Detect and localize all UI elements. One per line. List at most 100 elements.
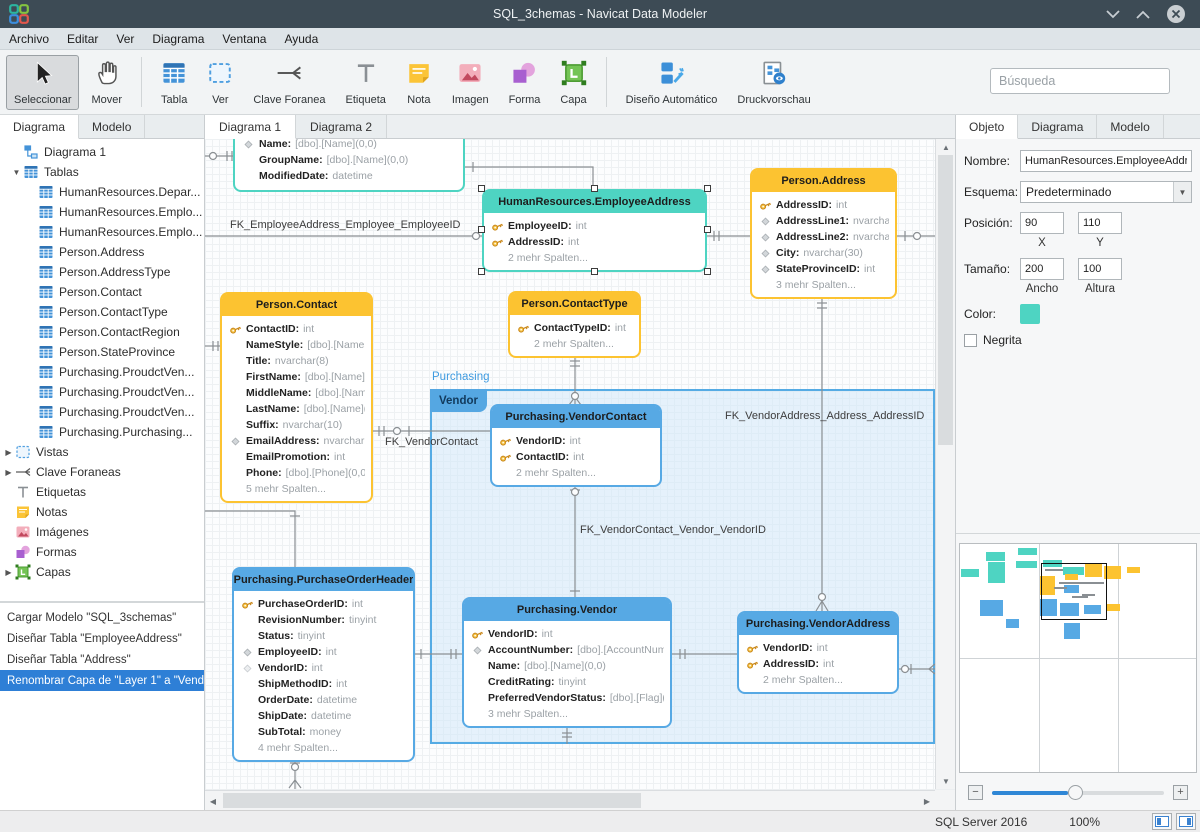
tool-nota[interactable]: Nota bbox=[398, 55, 440, 110]
bold-checkbox[interactable] bbox=[964, 333, 977, 347]
menu-item-ventana[interactable]: Ventana bbox=[222, 31, 267, 46]
menu-item-editar[interactable]: Editar bbox=[67, 31, 99, 46]
position-y-field[interactable] bbox=[1078, 212, 1122, 234]
tree-item-notas[interactable]: Notas bbox=[0, 502, 204, 522]
scroll-left-icon[interactable]: ◀ bbox=[209, 796, 217, 806]
tool-tabla[interactable]: Tabla bbox=[153, 55, 195, 110]
chevron-down-icon[interactable]: ▼ bbox=[1173, 182, 1191, 202]
tool-druckvorschau[interactable]: Druckvorschau bbox=[729, 55, 818, 110]
history-item[interactable]: Cargar Modelo "SQL_3schemas" bbox=[7, 611, 177, 624]
tree-item-humanresources-emplo-[interactable]: HumanResources.Emplo... bbox=[0, 202, 204, 222]
size-width-field[interactable] bbox=[1020, 258, 1064, 280]
right-tab-diagrama[interactable]: Diagrama bbox=[1018, 115, 1098, 138]
selection-handle[interactable] bbox=[704, 185, 711, 192]
menu-item-diagrama[interactable]: Diagrama bbox=[152, 31, 205, 46]
more-columns-link[interactable]: 3 mehr Spalten... bbox=[488, 708, 568, 720]
tool-forma[interactable]: Forma bbox=[501, 55, 549, 110]
right-tab-objeto[interactable]: Objeto bbox=[956, 115, 1019, 139]
tool-clave-foranea[interactable]: Clave Foranea bbox=[245, 55, 333, 110]
selection-handle[interactable] bbox=[704, 268, 711, 275]
tool-ver[interactable]: Ver bbox=[199, 55, 241, 110]
left-tab-diagrama[interactable]: Diagrama bbox=[0, 115, 80, 139]
tree-item-person-contactregion[interactable]: Person.ContactRegion bbox=[0, 322, 204, 342]
position-x-field[interactable] bbox=[1020, 212, 1064, 234]
zoom-in-button[interactable]: + bbox=[1173, 785, 1188, 800]
more-columns-link[interactable]: 3 mehr Spalten... bbox=[776, 279, 856, 291]
tree-item-person-address[interactable]: Person.Address bbox=[0, 242, 204, 262]
more-columns-link[interactable]: 5 mehr Spalten... bbox=[246, 483, 326, 495]
tree-item-person-stateprovince[interactable]: Person.StateProvince bbox=[0, 342, 204, 362]
menu-item-archivo[interactable]: Archivo bbox=[9, 31, 50, 46]
zoom-slider[interactable] bbox=[992, 784, 1164, 800]
fk-label[interactable]: FK_EmployeeAddress_Employee_EmployeeID bbox=[230, 219, 461, 231]
tool-diseño-automático[interactable]: Diseño Automático bbox=[618, 55, 726, 110]
more-columns-link[interactable]: 2 mehr Spalten... bbox=[534, 338, 614, 350]
diagram-tab-diagrama-1[interactable]: Diagrama 1 bbox=[205, 115, 297, 139]
tool-etiqueta[interactable]: Etiqueta bbox=[338, 55, 394, 110]
layer-tab[interactable]: Vendor bbox=[430, 389, 487, 412]
minimize-icon[interactable] bbox=[1106, 9, 1120, 19]
tree-right-arrow-icon[interactable]: ▶ bbox=[5, 447, 12, 457]
vertical-scrollbar[interactable]: ▲ ▼ bbox=[935, 139, 955, 789]
size-height-field[interactable] bbox=[1078, 258, 1122, 280]
horizontal-scrollbar[interactable]: ◀ ▶ bbox=[205, 790, 935, 810]
tree-item-clave-foraneas[interactable]: ▶Clave Foraneas bbox=[0, 462, 204, 482]
selection-handle[interactable] bbox=[590, 185, 598, 192]
tree-item-person-contacttype[interactable]: Person.ContactType bbox=[0, 302, 204, 322]
maximize-icon[interactable] bbox=[1136, 10, 1150, 19]
more-columns-link[interactable]: 2 mehr Spalten... bbox=[516, 467, 596, 479]
close-icon[interactable] bbox=[1166, 4, 1186, 24]
horizontal-scroll-thumb[interactable] bbox=[223, 793, 641, 808]
left-tab-modelo[interactable]: Modelo bbox=[79, 115, 146, 138]
tree-item-formas[interactable]: Formas bbox=[0, 542, 204, 562]
more-columns-link[interactable]: 2 mehr Spalten... bbox=[763, 674, 843, 686]
tree-item-person-contact[interactable]: Person.Contact bbox=[0, 282, 204, 302]
menu-item-ver[interactable]: Ver bbox=[116, 31, 135, 46]
tool-capa[interactable]: Capa bbox=[552, 55, 594, 110]
tree-item-etiquetas[interactable]: Etiquetas bbox=[0, 482, 204, 502]
tree-item-humanresources-emplo-[interactable]: HumanResources.Emplo... bbox=[0, 222, 204, 242]
tool-imagen[interactable]: Imagen bbox=[444, 55, 497, 110]
history-item[interactable]: Diseñar Tabla "EmployeeAddress" bbox=[7, 632, 182, 645]
color-swatch[interactable] bbox=[1020, 304, 1040, 324]
fk-label[interactable]: FK_VendorContact_Vendor_VendorID bbox=[580, 524, 766, 536]
toggle-right-panel-button[interactable] bbox=[1176, 813, 1196, 830]
more-columns-link[interactable]: 4 mehr Spalten... bbox=[258, 742, 338, 754]
tree-item-im-genes[interactable]: Imágenes bbox=[0, 522, 204, 542]
minimap-viewport[interactable] bbox=[1041, 563, 1107, 620]
tree-item-vistas[interactable]: ▶Vistas bbox=[0, 442, 204, 462]
tree-item-purchasing-proudctven-[interactable]: Purchasing.ProudctVen... bbox=[0, 402, 204, 422]
history-item[interactable]: Renombrar Capa de "Layer 1" a "Vendo bbox=[0, 670, 204, 691]
fk-label[interactable]: FK_VendorContact bbox=[385, 436, 478, 448]
diagram-tab-diagrama-2[interactable]: Diagrama 2 bbox=[296, 115, 388, 138]
tree-item-capas[interactable]: ▶Capas bbox=[0, 562, 204, 582]
selection-handle[interactable] bbox=[478, 185, 485, 192]
tree-item-person-addresstype[interactable]: Person.AddressType bbox=[0, 262, 204, 282]
selection-handle[interactable] bbox=[704, 226, 711, 233]
scroll-right-icon[interactable]: ▶ bbox=[923, 796, 931, 806]
schema-select[interactable]: Predeterminado ▼ bbox=[1020, 181, 1192, 203]
more-columns-link[interactable]: 2 mehr Spalten... bbox=[508, 252, 588, 264]
tree-item-humanresources-depar-[interactable]: HumanResources.Depar... bbox=[0, 182, 204, 202]
tree-item-purchasing-proudctven-[interactable]: Purchasing.ProudctVen... bbox=[0, 362, 204, 382]
search-input[interactable] bbox=[991, 74, 1169, 88]
tool-seleccionar[interactable]: Seleccionar bbox=[6, 55, 80, 110]
zoom-slider-thumb[interactable] bbox=[1067, 784, 1083, 800]
tree-item-diagrama-1[interactable]: Diagrama 1 bbox=[0, 142, 204, 162]
selection-handle[interactable] bbox=[590, 268, 598, 275]
tree-right-arrow-icon[interactable]: ▶ bbox=[5, 567, 12, 577]
tree-item-purchasing-proudctven-[interactable]: Purchasing.ProudctVen... bbox=[0, 382, 204, 402]
tool-mover[interactable]: Mover bbox=[83, 55, 130, 110]
tree-item-tablas[interactable]: ▼Tablas bbox=[0, 162, 204, 182]
selection-handle[interactable] bbox=[478, 226, 485, 233]
vertical-scroll-thumb[interactable] bbox=[938, 155, 953, 445]
fk-label[interactable]: FK_VendorAddress_Address_AddressID bbox=[725, 410, 925, 422]
diagram-canvas[interactable]: Purchasing Vendor FK_EmployeeAddress_Emp… bbox=[205, 139, 935, 789]
